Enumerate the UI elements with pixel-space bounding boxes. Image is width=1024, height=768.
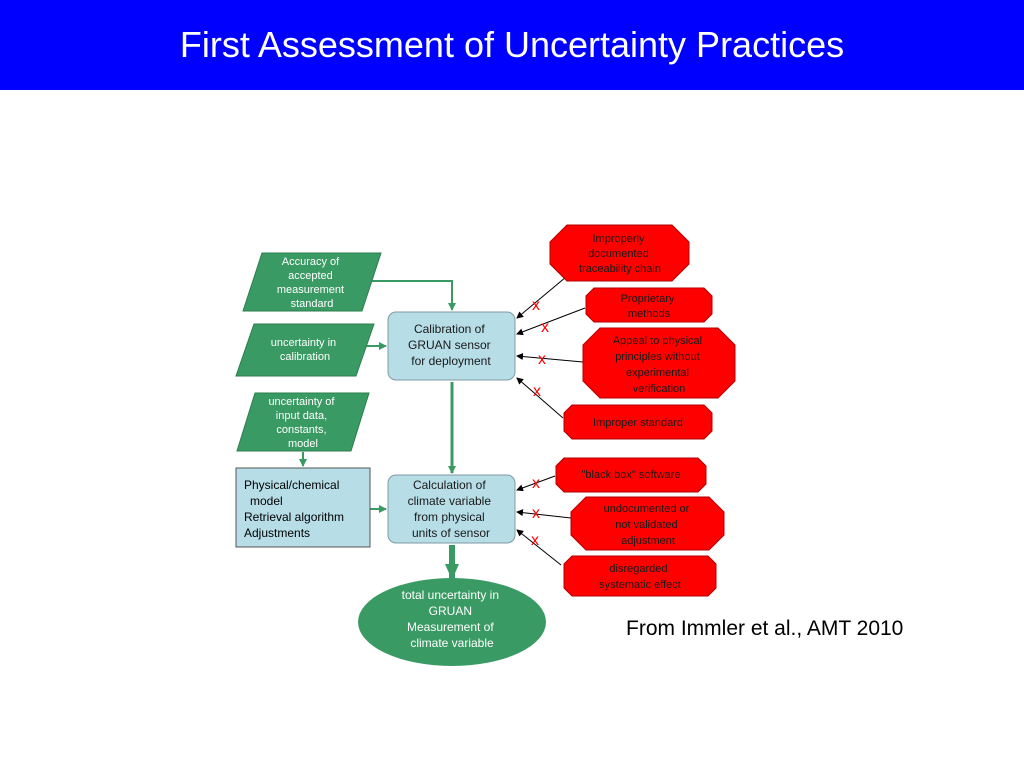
- problem-traceability-label: Improperly documented traceability chain: [579, 233, 661, 275]
- problem-disregarded-label: disregarded systematic effect: [599, 563, 681, 591]
- problem-undocumented-label: undocumented or not validated adjustment: [604, 503, 693, 547]
- problem-arrow-undocumented: [516, 509, 572, 519]
- problem-traceability-shape: [549, 224, 690, 282]
- total-uncertainty-output: [358, 578, 546, 666]
- input-accuracy-shape: [242, 252, 382, 312]
- calibration-process-label: Calibration of GRUAN sensor for deployme…: [408, 322, 494, 368]
- problem-proprietary-shape: [585, 287, 713, 323]
- input-calibration-uncertainty-label: uncertainty in calibration: [271, 337, 340, 363]
- input-accuracy-label: Accuracy of accepted measurement standar…: [277, 256, 347, 310]
- problem-arrow-traceability: [516, 276, 567, 319]
- problem-improper-standard-shape: [563, 404, 713, 440]
- problem-black-box-shape: [555, 457, 707, 493]
- problem-undocumented-shape: [570, 496, 725, 551]
- calibration-process-box: [387, 311, 516, 381]
- total-uncertainty-label: total uncertainty in GRUAN Measurement o…: [402, 588, 503, 650]
- x-mark-traceability: x: [532, 297, 540, 314]
- source-caption: From Immler et al., AMT 2010: [626, 617, 904, 640]
- calculation-process-box: [387, 474, 516, 544]
- x-mark-appeal: x: [538, 351, 546, 368]
- slide-title: First Assessment of Uncertainty Practice…: [179, 24, 845, 65]
- input-data-uncertainty-label: uncertainty of input data, constants, mo…: [268, 396, 337, 450]
- problem-black-box-label: "black box" software: [582, 469, 681, 481]
- title-bar: [0, 0, 1024, 90]
- problem-arrow-black-box: [516, 475, 556, 492]
- problem-appeal-label: Appeal to physical principles without ex…: [613, 335, 705, 395]
- problem-arrow-disregarded: [516, 529, 562, 566]
- input-data-uncertainty-shape: [236, 392, 370, 452]
- physical-model-label: Physical/chemical model Retrieval algori…: [244, 478, 347, 540]
- calculation-process-label: Calculation of climate variable from phy…: [408, 478, 495, 540]
- problem-disregarded-shape: [563, 555, 717, 597]
- input-calibration-uncertainty-shape: [235, 323, 375, 377]
- x-mark-proprietary: x: [541, 319, 549, 336]
- problem-arrow-improper-standard: [516, 377, 564, 419]
- arrow-accuracy-to-calibration: [370, 280, 456, 311]
- x-mark-undocumented: x: [532, 505, 540, 522]
- problem-arrow-proprietary: [516, 307, 586, 336]
- x-mark-disregarded: x: [531, 532, 539, 549]
- problem-appeal-shape: [582, 327, 736, 399]
- problem-improper-standard-label: Improper standard: [593, 417, 683, 429]
- problem-proprietary-label: Proprietary methods: [621, 293, 678, 320]
- x-mark-improper-standard: x: [533, 383, 541, 400]
- x-mark-black-box: x: [532, 475, 540, 492]
- physical-model-box: [235, 467, 371, 548]
- problem-arrow-appeal: [516, 353, 584, 363]
